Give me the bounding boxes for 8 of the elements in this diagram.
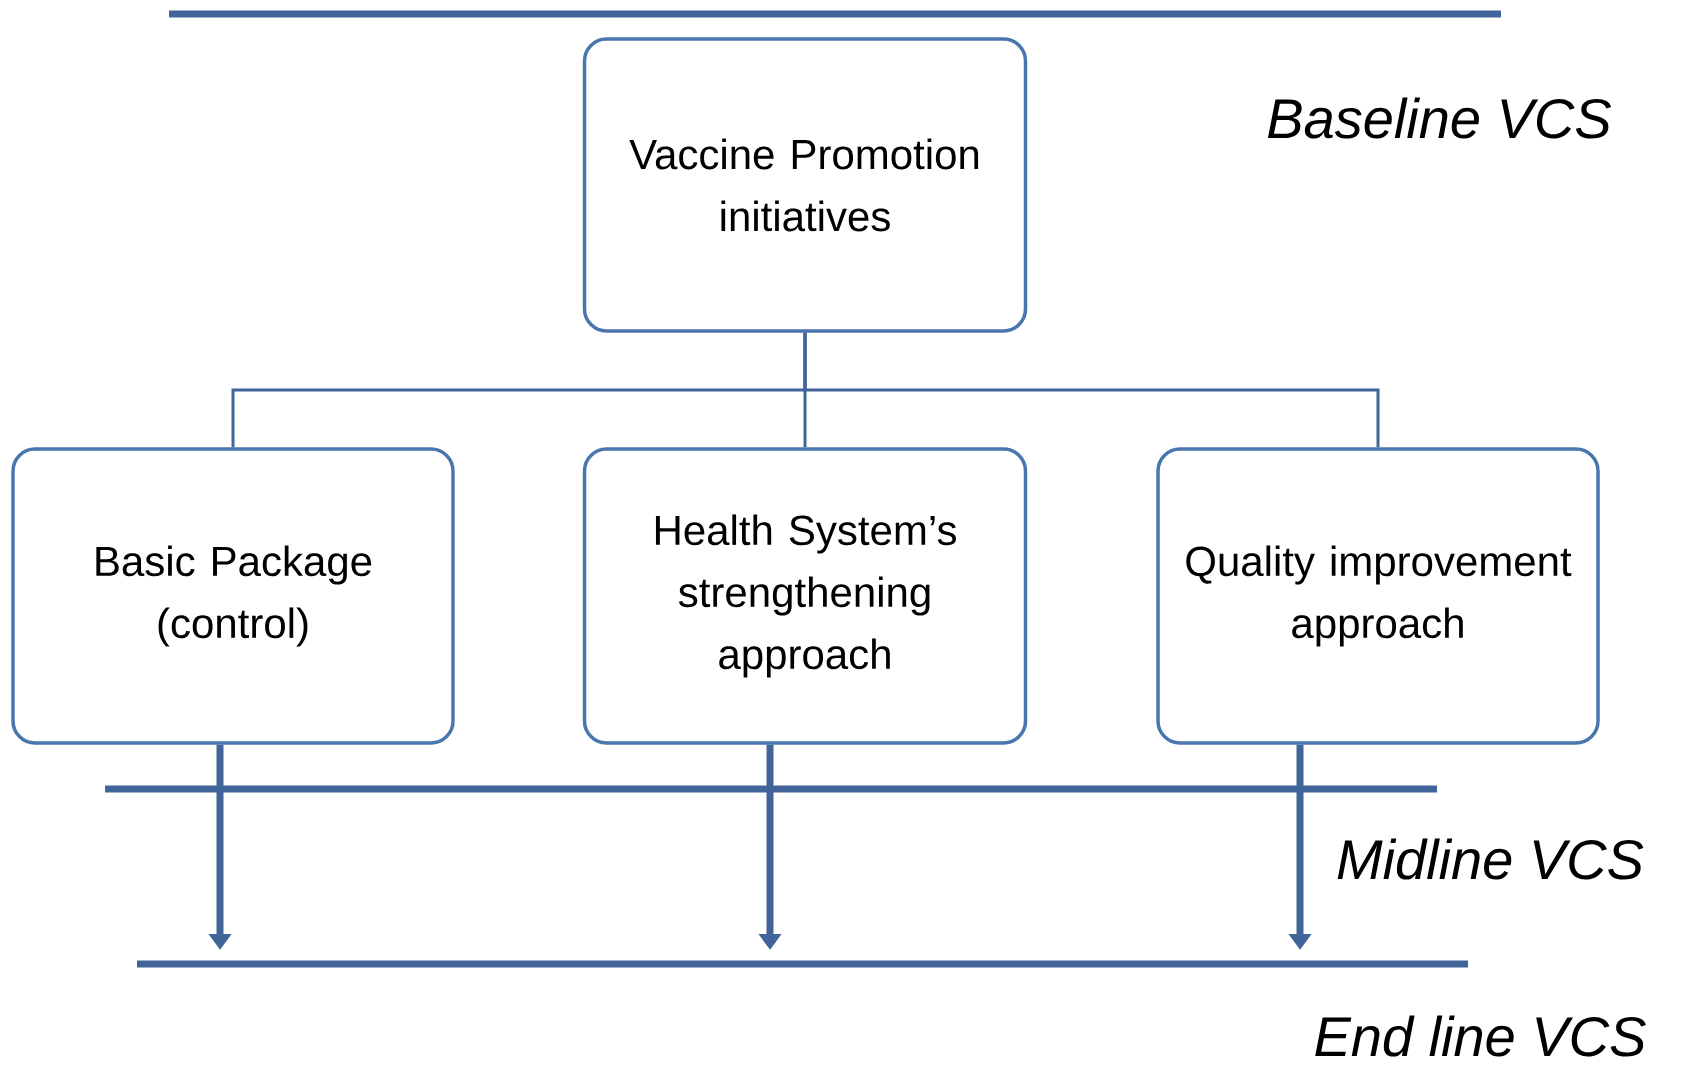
process-box: Basic Package (control): [11, 447, 455, 745]
process-box: Vaccine Promotion initiatives: [582, 37, 1028, 333]
process-box: Health System’s strengthening approach: [582, 447, 1028, 745]
phase-label: Baseline VCS: [1268, 97, 1612, 139]
phase-label: End line VCS: [1315, 1015, 1646, 1057]
connector-line: [803, 332, 1380, 448]
phase-label: Midline VCS: [1337, 838, 1644, 880]
process-box: Quality improvement approach: [1156, 447, 1600, 745]
